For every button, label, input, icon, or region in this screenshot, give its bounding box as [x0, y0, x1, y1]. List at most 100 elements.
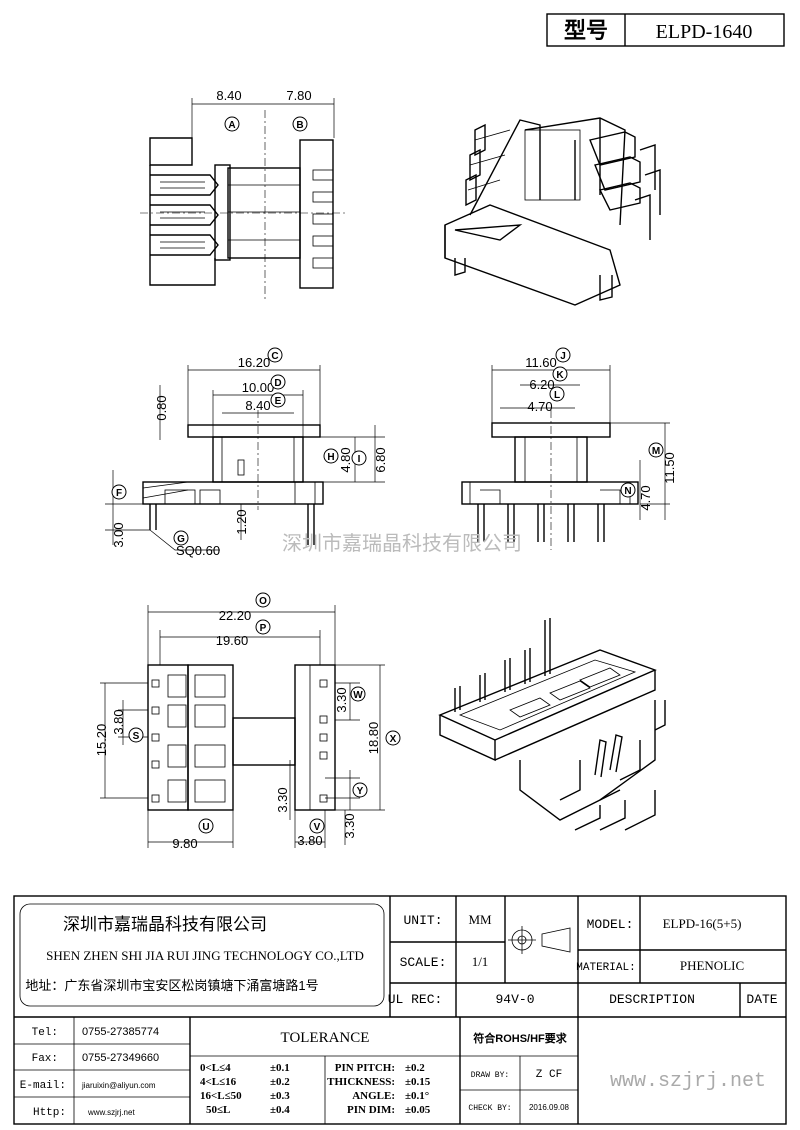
model-value: ELPD-16(5+5)	[663, 916, 742, 931]
draw-by-value: Z CF	[536, 1069, 562, 1081]
dim-bottom-10: 3.80	[297, 833, 322, 848]
website-watermark: www.szjrj.net	[610, 1070, 766, 1093]
tol-other-value-3: ±0.1°	[405, 1090, 429, 1102]
date-label: DATE	[746, 992, 777, 1007]
balloon-p: P	[255, 619, 271, 635]
tol-other-label-3: ANGLE:	[352, 1090, 395, 1102]
top-view: 8.40 7.80 A B	[140, 88, 345, 300]
tol-range-4: 50≤L	[206, 1104, 230, 1116]
svg-text:I: I	[358, 454, 361, 465]
balloon-n: N	[620, 482, 636, 498]
balloon-s: S	[128, 727, 144, 743]
dim-front-5: 4.80	[338, 447, 353, 472]
model-header: 型号 ELPD-1640	[546, 13, 785, 47]
dim-front-6: 6.80	[373, 447, 388, 472]
svg-text:G: G	[177, 534, 185, 545]
svg-text:V: V	[314, 822, 321, 833]
dim-front-8: 1.20	[234, 509, 249, 534]
svg-text:A: A	[228, 120, 235, 131]
svg-text:M: M	[652, 446, 660, 457]
dim-front-9: SQ0.60	[176, 543, 220, 558]
svg-text:U: U	[202, 822, 209, 833]
svg-text:Y: Y	[357, 786, 364, 797]
title-block: 深圳市嘉瑞晶科技有限公司 SHEN ZHEN SHI JIA RUI JING …	[13, 895, 787, 1125]
dim-bottom-4: 3.80	[111, 709, 126, 734]
scale-value: 1/1	[472, 954, 489, 969]
unit-label: UNIT:	[403, 913, 442, 928]
company-name-en: SHEN ZHEN SHI JIA RUI JING TECHNOLOGY CO…	[46, 948, 364, 963]
ul-value: 94V-0	[495, 992, 534, 1007]
dim-front-2: 10.00	[242, 380, 275, 395]
rohs-note: 符合ROHS/HF要求	[473, 1031, 567, 1045]
svg-text:O: O	[259, 596, 267, 607]
dim-bottom-1: 22.20	[219, 608, 252, 623]
dim-bottom-7: 3.30	[275, 787, 290, 812]
balloon-k: K	[552, 366, 568, 382]
dim-front-4: 0.80	[154, 395, 169, 420]
svg-text:D: D	[274, 378, 281, 389]
tol-other-label-1: PIN PITCH:	[335, 1062, 395, 1074]
model-header-value: ELPD-1640	[656, 21, 753, 43]
watermark-text: 深圳市嘉瑞晶科技有限公司	[282, 532, 522, 555]
dim-bottom-5: 3.30	[334, 687, 349, 712]
dim-side-5: 4.70	[638, 485, 653, 510]
balloon-b: B	[292, 116, 308, 132]
bottom-view: 22.20 19.60 O P 15.20 3.80 S 3.30 W 18.8…	[94, 592, 401, 851]
svg-text:N: N	[624, 486, 631, 497]
contact-email-value: jiaruixin@aliyun.com	[81, 1081, 156, 1090]
tol-value-2: ±0.2	[270, 1076, 290, 1088]
svg-text:H: H	[327, 452, 334, 463]
material-label: MATERIAL:	[576, 962, 635, 974]
draw-by-label: DRAW BY:	[471, 1071, 509, 1080]
tol-range-1: 0<L≤4	[200, 1062, 231, 1074]
description-label: DESCRIPTION	[609, 992, 695, 1007]
dim-side-4: 11.50	[662, 452, 677, 484]
dim-top-b: 7.80	[286, 88, 311, 103]
svg-text:S: S	[133, 731, 140, 742]
svg-text:B: B	[296, 120, 303, 131]
contact-fax-value: 0755-27349660	[82, 1052, 159, 1064]
side-view: 11.60 6.20 4.70 J K L 11.50 4.70 M N	[461, 347, 677, 550]
check-by-value: 2016.09.08	[529, 1103, 570, 1112]
dim-side-1: 11.60	[525, 355, 557, 370]
tol-value-4: ±0.4	[270, 1104, 290, 1116]
balloon-h: H	[323, 448, 339, 464]
balloon-u: U	[198, 818, 214, 834]
balloon-f: F	[111, 484, 127, 500]
svg-text:L: L	[554, 390, 560, 401]
balloon-e: E	[270, 392, 286, 408]
model-header-label: 型号	[564, 18, 608, 43]
dim-side-3: 4.70	[527, 399, 552, 414]
contact-tel-value: 0755-27385774	[82, 1026, 159, 1038]
tol-other-label-2: THICKNESS:	[327, 1076, 395, 1088]
balloon-i: I	[351, 450, 367, 466]
svg-text:E: E	[275, 396, 282, 407]
company-address: 地址：广东省深圳市宝安区松岗镇塘下涌富塘路1号	[25, 978, 318, 993]
dim-front-1: 16.20	[238, 355, 271, 370]
ul-label: UL REC:	[388, 992, 443, 1007]
model-label: MODEL:	[587, 917, 634, 932]
iso-view-top	[444, 117, 661, 306]
contact-email-label: E-mail:	[20, 1080, 66, 1092]
balloon-g: G	[173, 530, 189, 546]
balloon-c: C	[267, 347, 283, 363]
tol-other-label-4: PIN DIM:	[347, 1104, 395, 1116]
scale-label: SCALE:	[400, 955, 447, 970]
svg-text:F: F	[116, 488, 122, 499]
balloon-o: O	[255, 592, 271, 608]
svg-text:X: X	[390, 734, 397, 745]
dim-bottom-2: 19.60	[216, 633, 249, 648]
balloon-y: Y	[352, 782, 368, 798]
dim-bottom-9: 9.80	[172, 836, 197, 851]
iso-view-bottom	[438, 618, 666, 831]
unit-value: MM	[468, 912, 492, 927]
tol-range-2: 4<L≤16	[200, 1076, 237, 1088]
balloon-l: L	[549, 386, 565, 402]
projection-symbol	[508, 926, 571, 954]
contact-tel-label: Tel:	[32, 1027, 58, 1039]
tol-other-value-1: ±0.2	[405, 1062, 425, 1074]
material-value: PHENOLIC	[680, 958, 744, 973]
balloon-m: M	[648, 442, 664, 458]
svg-text:C: C	[271, 351, 278, 362]
